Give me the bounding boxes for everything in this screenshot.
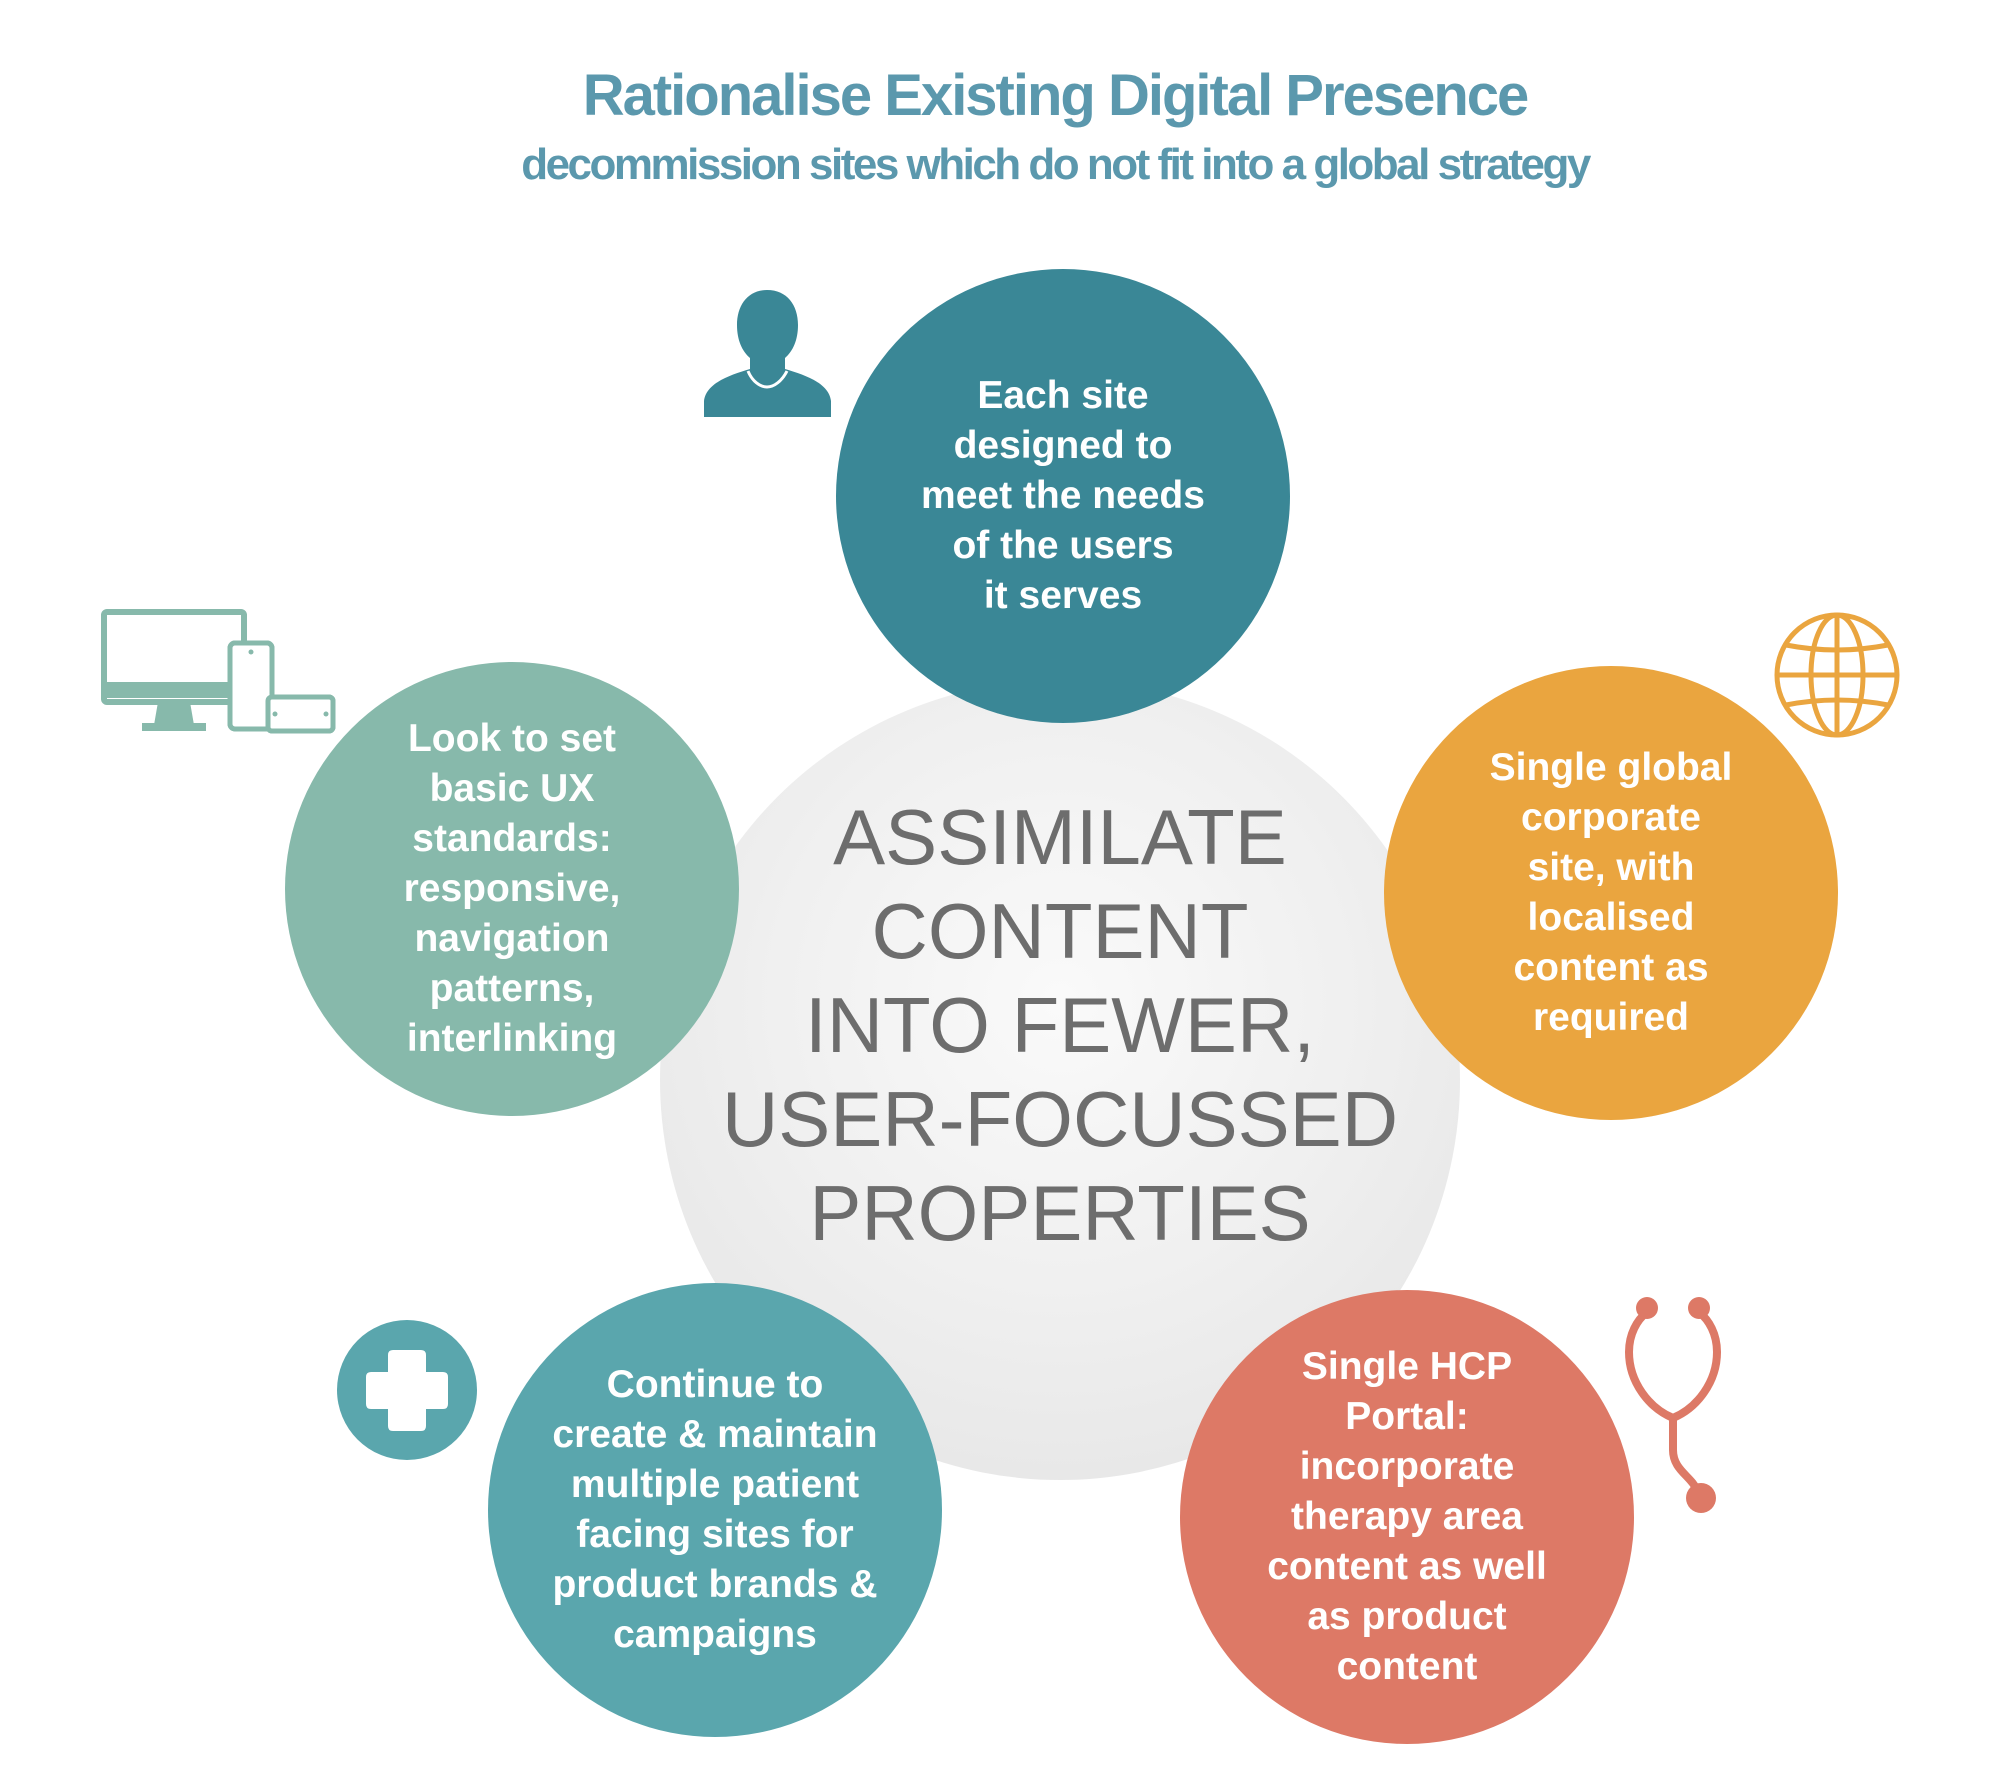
medical-cross-icon xyxy=(337,1320,477,1460)
bubble-line: Single global xyxy=(1489,746,1733,789)
page-title: Rationalise Existing Digital Presence xyxy=(582,63,1530,128)
bubble-line: of the users xyxy=(952,524,1174,567)
center-line: USER-FOCUSSED xyxy=(721,1075,1399,1163)
center-line: PROPERTIES xyxy=(809,1169,1311,1257)
center-line: INTO FEWER, xyxy=(805,981,1315,1069)
bubble-line: content as well xyxy=(1267,1545,1547,1588)
bubble-line: responsive, xyxy=(403,867,621,910)
bubble-line: facing sites for xyxy=(576,1513,854,1556)
bubble-line: site, with xyxy=(1527,846,1695,889)
center-line: CONTENT xyxy=(871,887,1249,975)
bubble-ux-standards: Look to set basic UX standards: responsi… xyxy=(285,662,739,1116)
devices-icon xyxy=(101,609,336,734)
bubble-line: Each site xyxy=(977,374,1149,417)
bubble-line: it serves xyxy=(983,574,1143,617)
bubble-line: interlinking xyxy=(406,1017,618,1060)
bubble-line: incorporate xyxy=(1299,1445,1515,1488)
bubble-line: basic UX xyxy=(429,767,595,810)
bubble-line: navigation xyxy=(414,917,610,960)
bubble-line: corporate xyxy=(1521,796,1701,839)
bubble-global-site: Single global corporate site, with local… xyxy=(1384,666,1838,1120)
center-label: ASSIMILATE CONTENT INTO FEWER, USER-FOCU… xyxy=(660,790,1460,1260)
bubble-line: Continue to xyxy=(606,1363,824,1406)
bubble-line: standards: xyxy=(412,817,612,860)
bubble-line: product brands & xyxy=(552,1563,878,1606)
center-line: ASSIMILATE xyxy=(833,793,1287,881)
bubble-line: Portal: xyxy=(1345,1395,1469,1438)
bubble-line: content as xyxy=(1513,946,1709,989)
bubble-line: create & maintain xyxy=(552,1413,878,1456)
bubble-line: Single HCP xyxy=(1301,1345,1513,1388)
user-icon xyxy=(704,290,831,417)
bubble-line: meet the needs xyxy=(921,474,1205,517)
bubble-line: designed to xyxy=(953,424,1173,467)
stethoscope-icon xyxy=(1624,1297,1722,1513)
bubble-patient-sites: Continue to create & maintain multiple p… xyxy=(488,1283,942,1737)
page-subtitle: decommission sites which do not fit into… xyxy=(521,140,1591,189)
bubble-line: as product xyxy=(1307,1595,1507,1638)
bubble-hcp-portal: Single HCP Portal: incorporate therapy a… xyxy=(1180,1290,1634,1744)
bubble-line: multiple patient xyxy=(570,1463,860,1506)
bubble-line: required xyxy=(1532,996,1690,1039)
bubble-line: content xyxy=(1336,1645,1478,1688)
bubble-line: localised xyxy=(1527,896,1695,939)
bubble-user-needs: Each site designed to meet the needs of … xyxy=(836,269,1290,723)
bubble-line: Look to set xyxy=(407,717,616,760)
bubble-line: patterns, xyxy=(429,967,595,1010)
bubble-line: campaigns xyxy=(613,1613,817,1656)
bubble-line: therapy area xyxy=(1291,1495,1523,1538)
globe-icon xyxy=(1774,612,1900,738)
